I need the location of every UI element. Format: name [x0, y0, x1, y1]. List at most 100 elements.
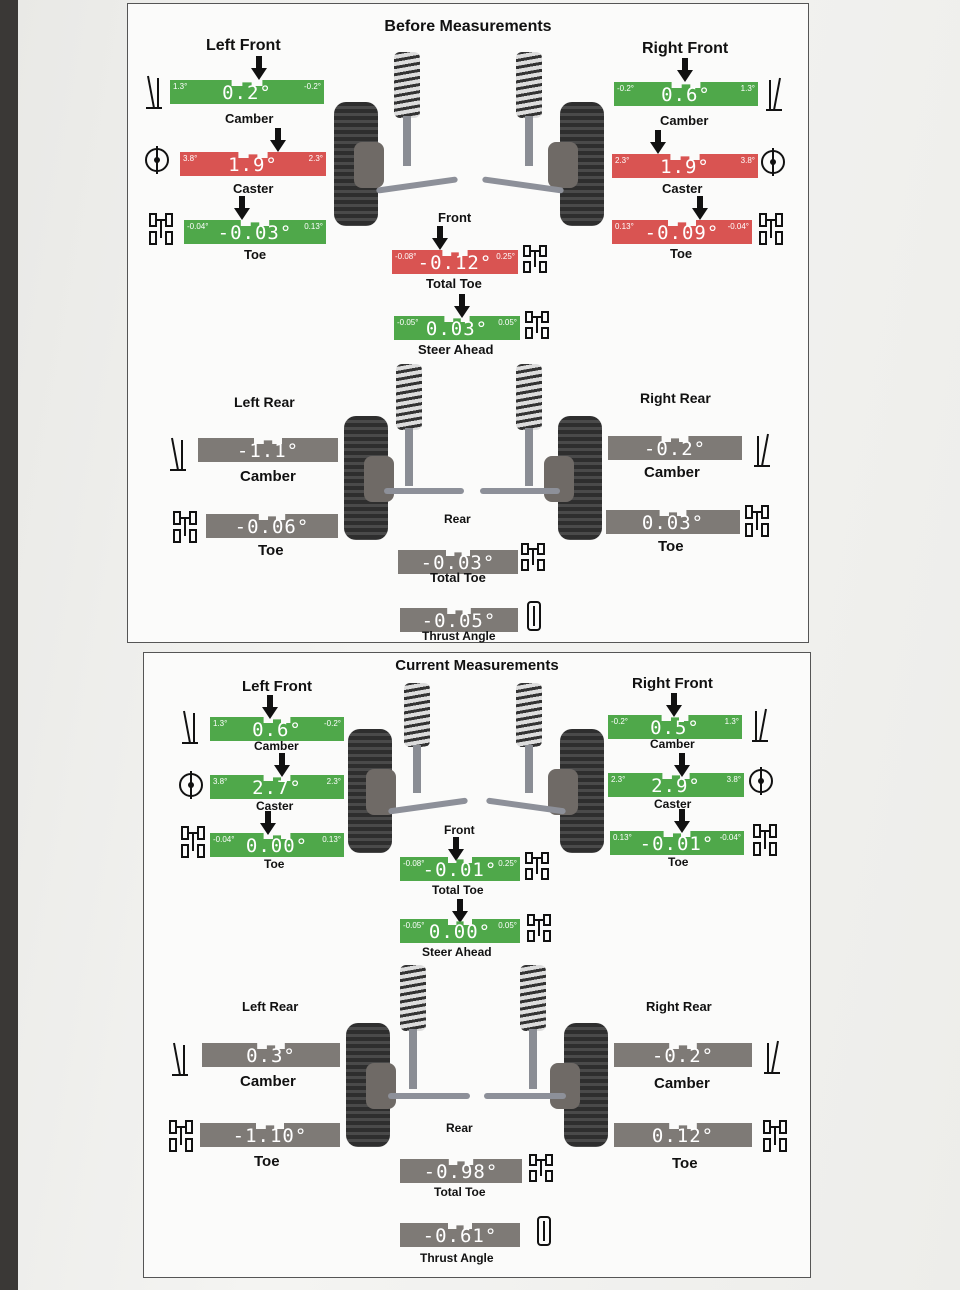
current-measurements-panel: Current Measurements Left Front 1.3° -0.…: [143, 652, 811, 1278]
rr-toe-label: Toe: [672, 1155, 698, 1172]
rf-camber-min: -0.2°: [611, 717, 628, 726]
vehicle-steer-icon: [526, 911, 552, 950]
lf-caster-max: 2.3°: [326, 777, 341, 786]
rf-caster-label: Caster: [654, 797, 692, 811]
steer-ahead-gauge: -0.05° 0.05° 0.00°: [400, 913, 520, 943]
front-total-toe-value: -0.01°: [422, 859, 498, 881]
lr-camber-label: Camber: [240, 1073, 296, 1090]
rear-total-toe-label: Total Toe: [430, 570, 486, 585]
lf-toe-label: Toe: [244, 247, 267, 262]
rear-label: Rear: [446, 1121, 473, 1135]
lr-toe-gauge: -0.06°: [206, 508, 338, 538]
steer-ahead-value: 0.00°: [428, 921, 492, 943]
toe-icon: [148, 212, 174, 251]
front-total-toe-max: 0.25°: [498, 859, 517, 868]
right-rear-heading: Right Rear: [640, 390, 711, 406]
rr-toe-gauge: 0.12°: [614, 1117, 752, 1147]
lf-camber-gauge: 1.3° -0.2° 0.6°: [210, 711, 344, 741]
lf-toe-min: -0.04°: [213, 835, 235, 844]
vehicle-steer-icon: [524, 308, 550, 347]
rf-camber-max: 1.3°: [724, 717, 739, 726]
lf-caster-gauge: 3.8° 2.3° 2.7°: [210, 769, 344, 799]
rf-caster-label: Caster: [662, 181, 703, 196]
rf-caster-gauge: 2.3° 3.8° 2.9°: [608, 767, 744, 797]
front-total-toe-min: -0.08°: [395, 252, 417, 261]
lr-camber-value: 0.3°: [246, 1045, 296, 1067]
right-front-heading: Right Front: [642, 40, 729, 57]
rf-caster-gauge: 2.3° 3.8° 1.9°: [612, 148, 758, 178]
front-total-toe-gauge: -0.08° 0.25° -0.12°: [392, 244, 518, 274]
right-front-heading: Right Front: [632, 675, 713, 692]
camber-icon: [144, 72, 164, 117]
lr-toe-label: Toe: [254, 1153, 280, 1170]
thrust-angle-value: -0.05°: [421, 610, 497, 632]
lf-caster-label: Caster: [256, 799, 294, 813]
lr-toe-gauge: -1.10°: [200, 1117, 340, 1147]
rf-toe-value: -0.09°: [644, 222, 720, 244]
toe-icon: [172, 510, 198, 549]
lf-toe-gauge: -0.04° 0.13° -0.03°: [184, 214, 326, 244]
thrust-angle-gauge: -0.61°: [400, 1217, 520, 1247]
rf-caster-value: 2.9°: [651, 775, 701, 797]
lf-toe-max: 0.13°: [322, 835, 341, 844]
rear-total-toe-label: Total Toe: [434, 1185, 486, 1199]
lf-caster-max: 2.3°: [308, 154, 323, 163]
rf-caster-min: 2.3°: [611, 775, 626, 784]
steer-ahead-min: -0.05°: [397, 318, 419, 327]
toe-icon: [180, 825, 206, 864]
front-total-toe-value: -0.12°: [417, 252, 493, 274]
toe-icon: [168, 1119, 194, 1158]
lf-camber-label: Camber: [254, 739, 299, 753]
steer-ahead-max: 0.05°: [498, 318, 517, 327]
lf-toe-min: -0.04°: [187, 222, 209, 231]
lf-camber-value: 0.6°: [252, 719, 302, 741]
rf-toe-value: -0.01°: [639, 833, 715, 855]
rf-caster-max: 3.8°: [726, 775, 741, 784]
camber-icon: [750, 705, 770, 750]
rr-camber-value: -0.2°: [643, 438, 707, 460]
front-total-toe-label: Total Toe: [432, 883, 484, 897]
toe-icon: [762, 1119, 788, 1158]
rr-toe-value: 0.03°: [641, 512, 705, 534]
steer-ahead-min: -0.05°: [403, 921, 425, 930]
left-front-heading: Left Front: [242, 678, 312, 695]
lf-caster-value: 2.7°: [252, 777, 302, 799]
vehicle-toe-icon: [520, 540, 546, 579]
camber-icon: [170, 1039, 190, 1084]
lr-camber-label: Camber: [240, 468, 296, 485]
rr-camber-gauge: -0.2°: [614, 1037, 752, 1067]
caster-wheel-icon: [144, 144, 170, 179]
rf-camber-gauge: -0.2° 1.3° 0.5°: [608, 709, 742, 739]
rf-toe-gauge: 0.13° -0.04° -0.01°: [610, 825, 744, 855]
steer-ahead-value: 0.03°: [425, 318, 489, 340]
rr-camber-gauge: -0.2°: [608, 430, 742, 460]
rear-total-toe-gauge: -0.03°: [398, 544, 518, 574]
rf-toe-label: Toe: [668, 855, 689, 869]
rf-caster-min: 2.3°: [615, 156, 630, 165]
thrust-angle-label: Thrust Angle: [420, 1251, 494, 1265]
rr-camber-label: Camber: [654, 1075, 710, 1092]
rf-camber-label: Camber: [650, 737, 695, 751]
thrust-angle-gauge: -0.05°: [400, 602, 518, 632]
toe-icon: [744, 504, 770, 543]
right-rear-heading: Right Rear: [646, 999, 712, 1014]
lf-toe-value: -0.03°: [217, 222, 293, 244]
lf-caster-min: 3.8°: [213, 777, 228, 786]
lf-caster-value: 1.9°: [228, 154, 278, 176]
lf-caster-gauge: 3.8° 2.3° 1.9°: [180, 146, 326, 176]
front-total-toe-gauge: -0.08° 0.25° -0.01°: [400, 851, 520, 881]
left-rear-heading: Left Rear: [234, 394, 295, 410]
camber-icon: [180, 707, 200, 752]
front-label: Front: [444, 823, 475, 837]
rf-camber-label: Camber: [660, 113, 709, 128]
rf-camber-value: 0.6°: [661, 84, 711, 106]
lr-camber-gauge: 0.3°: [202, 1037, 340, 1067]
thrust-angle-label: Thrust Angle: [422, 629, 496, 643]
rf-caster-max: 3.8°: [740, 156, 755, 165]
rr-toe-value: 0.12°: [651, 1125, 715, 1147]
steer-ahead-label: Steer Ahead: [422, 945, 492, 959]
vehicle-toe-icon: [524, 849, 550, 888]
lf-camber-max: -0.2°: [324, 719, 341, 728]
front-total-toe-min: -0.08°: [403, 859, 425, 868]
caster-wheel-icon: [760, 146, 786, 181]
